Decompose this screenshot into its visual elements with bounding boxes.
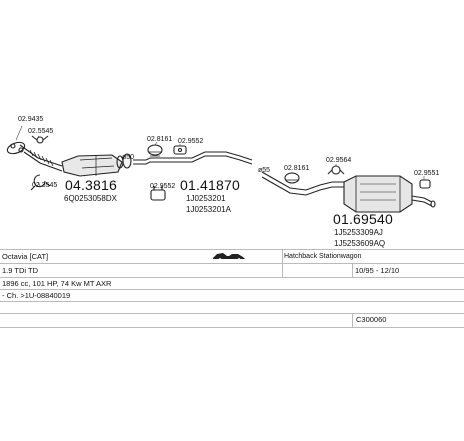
- hanger-icon-2: [173, 145, 187, 155]
- catalyst-icon: [61, 153, 132, 177]
- exhaust-diagram: 02.9435 02.5545 02.3545 02.8161 02.9552 …: [6, 116, 440, 248]
- table-divider: [0, 263, 464, 264]
- table-column-divider: [282, 249, 283, 277]
- hanger-icon-4: [327, 165, 345, 175]
- exhaust-drawing: [6, 125, 436, 213]
- part-label-c5: 02.9552: [178, 138, 204, 145]
- part-label-c8: 02.9564: [326, 157, 352, 164]
- part-label-c4: 02.8161: [147, 136, 173, 143]
- hanger-icon-1: [31, 135, 49, 144]
- rear-oem-number-2: 1J5253609AQ: [334, 239, 386, 248]
- clamp-icon-1: [30, 174, 51, 191]
- rear-part-number: 01.69540: [333, 211, 393, 227]
- table-column-divider: [352, 313, 353, 327]
- table-divider: [0, 301, 464, 302]
- clamp-icon-2: [147, 144, 163, 157]
- part-label-c1: 02.9435: [18, 116, 44, 123]
- car-silhouette-icon: [212, 251, 246, 261]
- mid-pipe-icon: [133, 151, 253, 165]
- table-divider: [0, 327, 464, 328]
- mid-oem-number-1: 1J0253201: [186, 194, 226, 203]
- mid-oem-number-2: 1J0253201A: [186, 205, 231, 214]
- part-label-c9: 02.9551: [414, 170, 440, 177]
- part-label-c7: 02.8161: [284, 165, 310, 172]
- chassis-range: - Ch. >1U-08840019: [2, 291, 71, 300]
- table-divider: [0, 277, 464, 278]
- rear-oem-number-1: 1J5253309AJ: [334, 228, 383, 237]
- table-divider: [0, 249, 464, 250]
- part-label-c6: 02.9552: [150, 183, 176, 190]
- hanger-icon-5: [419, 179, 431, 189]
- table-column-divider: [352, 263, 353, 277]
- front-flange-icon: [6, 141, 26, 155]
- diameter-label-2: ø55: [258, 167, 271, 174]
- engine-type: 1.9 TDi TD: [2, 266, 38, 275]
- cat-part-number: 04.3816: [65, 177, 118, 193]
- table-divider: [0, 289, 464, 290]
- downpipe-icon: [19, 144, 63, 172]
- cat-oem-number: 6Q0253058DX: [64, 194, 117, 203]
- body-type: Hatchback Stationwagon: [284, 253, 362, 260]
- catalog-code: C300060: [356, 315, 387, 324]
- mid-part-number: 01.41870: [180, 177, 240, 193]
- rear-pipe-icon: [261, 171, 344, 196]
- table-divider: [0, 313, 464, 314]
- model-name: Octavia [CAT]: [2, 252, 49, 261]
- part-label-c3: 02.3545: [32, 182, 58, 189]
- part-label-c2: 02.5545: [28, 128, 54, 135]
- clamp-icon-3: [284, 172, 300, 184]
- engine-spec: 1896 cc, 101 HP, 74 Kw MT AXR: [2, 279, 112, 288]
- production-years: 10/95 - 12/10: [355, 266, 400, 275]
- rear-silencer-icon: [343, 175, 436, 213]
- diameter-label-1: ø50: [122, 154, 135, 161]
